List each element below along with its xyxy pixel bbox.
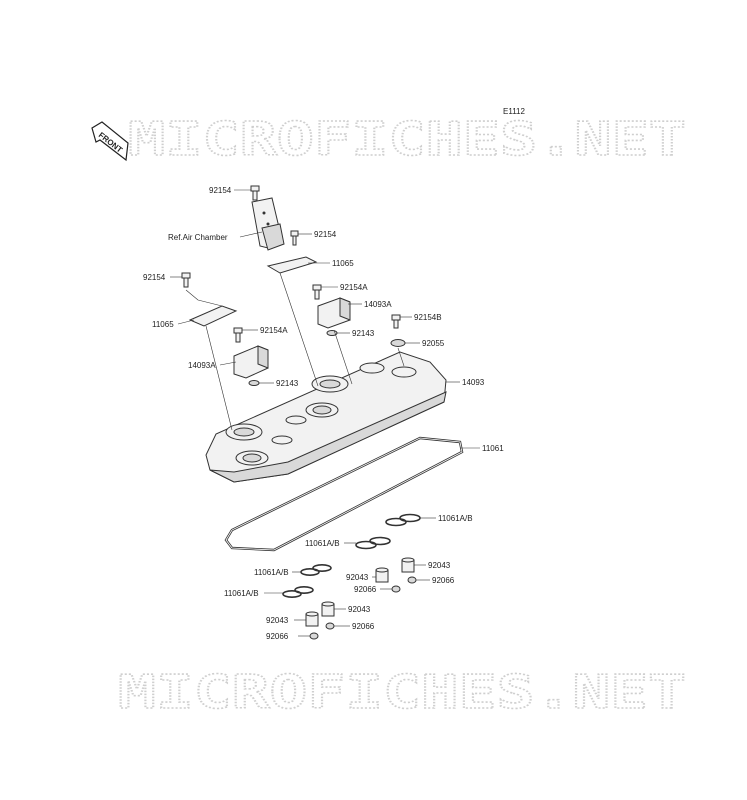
bolt-92154-top xyxy=(250,185,260,201)
bolt-92154A-lower xyxy=(233,327,243,343)
label-92154A-lower: 92154A xyxy=(260,326,288,335)
seal-rings-11061AB-right xyxy=(385,513,421,527)
seal-rings-11061AB-left1 xyxy=(300,563,332,576)
washer-92143-left xyxy=(248,380,260,386)
label-92066-lower: 92066 xyxy=(352,622,375,631)
label-11061: 11061 xyxy=(482,444,504,453)
cylinder-head-cover-14093 xyxy=(205,351,447,483)
diagram-code: E1112 xyxy=(503,107,525,116)
label-14093A-left: 14093A xyxy=(188,361,216,370)
seal-rings-11061AB-left2 xyxy=(282,585,314,598)
bolt-92154A-upper xyxy=(312,284,322,300)
collar-92043-mid xyxy=(375,567,389,583)
label-92143-left: 92143 xyxy=(276,379,299,388)
label-92154-left: 92154 xyxy=(143,273,166,282)
cover-14093A-right xyxy=(317,297,351,329)
label-92154A-upper: 92154A xyxy=(340,283,368,292)
label-92066-left: 92066 xyxy=(266,632,289,641)
collar-92043-lower xyxy=(321,601,335,617)
label-92154-right: 92154 xyxy=(314,230,337,239)
label-92143-right: 92143 xyxy=(352,329,375,338)
leader-lines xyxy=(170,189,480,637)
bolt-92154B xyxy=(391,314,401,329)
label-14093A-right: 14093A xyxy=(364,300,392,309)
label-92043-lower: 92043 xyxy=(348,605,371,614)
watermark-top: MICROFICHES.NET xyxy=(128,112,686,166)
gasket-11061 xyxy=(224,436,464,552)
label-11061AB-left2: 11061A/B xyxy=(224,589,259,598)
cover-14093A-left xyxy=(233,345,269,379)
watermark-bottom: MICROFICHES.NET xyxy=(118,665,686,719)
label-11061AB-right: 11061A/B xyxy=(438,514,473,523)
label-14093: 14093 xyxy=(462,378,485,387)
front-arrow-icon: FRONT xyxy=(91,121,129,162)
label-92043-left: 92043 xyxy=(266,616,289,625)
washer-92066-left xyxy=(309,632,319,640)
label-92066-mid: 92066 xyxy=(354,585,377,594)
collar-92043-right xyxy=(401,557,415,573)
label-92154-top: 92154 xyxy=(209,186,232,195)
label-11061AB-left1: 11061A/B xyxy=(254,568,289,577)
seal-rings-11061AB-mid xyxy=(355,536,391,550)
label-ref-air-chamber: Ref.Air Chamber xyxy=(168,233,228,242)
washer-92066-lower xyxy=(325,622,335,630)
washer-92066-mid xyxy=(391,585,401,593)
plate-11065-left xyxy=(188,305,238,327)
washer-92066-right xyxy=(407,576,417,584)
label-11065-right: 11065 xyxy=(332,259,354,268)
label-92043-right: 92043 xyxy=(428,561,451,570)
label-92043-mid: 92043 xyxy=(346,573,369,582)
grommet-92055 xyxy=(390,339,406,347)
bolt-92154-right xyxy=(290,230,299,246)
air-chamber-bracket xyxy=(251,197,285,251)
label-92066-right: 92066 xyxy=(432,576,455,585)
collar-92043-left xyxy=(305,611,319,627)
label-92154B: 92154B xyxy=(414,313,442,322)
label-11065-left: 11065 xyxy=(152,320,174,329)
plate-11065-right xyxy=(266,256,318,274)
label-92055: 92055 xyxy=(422,339,445,348)
label-11061AB-mid: 11061A/B xyxy=(305,539,340,548)
bolt-92154-left xyxy=(181,272,191,288)
